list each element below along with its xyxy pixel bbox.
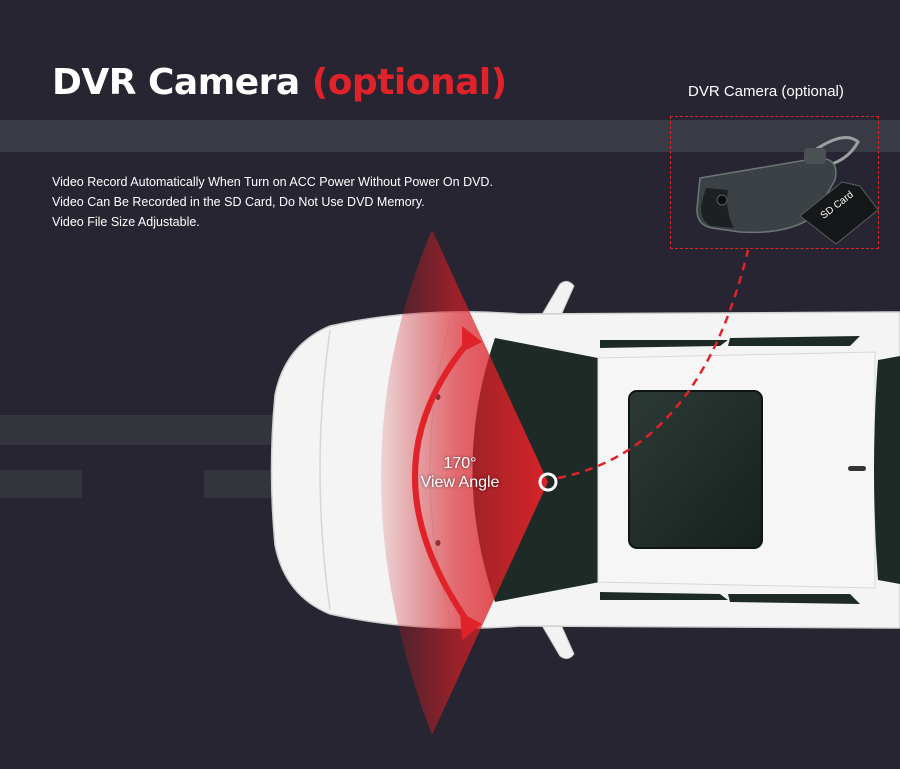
hood-line: [319, 329, 331, 611]
feature-item-file-size: Video File Size Adjustable.: [52, 215, 200, 229]
headline-accent: (optional): [311, 62, 507, 103]
mirror-right: [539, 617, 575, 660]
feature-list: Video Record Automatically When Turn on …: [52, 172, 493, 232]
view-angle-label: 170° View Angle: [408, 454, 512, 492]
feature-item-sd-card: Video Can Be Recorded in the SD Card, Do…: [52, 195, 425, 209]
dash-cam-body: [696, 157, 837, 234]
inset-title: DVR Camera (optional): [688, 83, 844, 100]
side-window-lower-2: [728, 594, 860, 604]
leader-line: [557, 249, 750, 480]
road-band-upper: [0, 120, 900, 152]
side-window-lower: [600, 592, 728, 600]
dash-cam-device: [696, 136, 860, 234]
view-angle-degrees: 170°: [443, 455, 477, 472]
antenna: [848, 466, 866, 471]
dash-cam-cable: [814, 136, 860, 167]
side-window-upper-2: [728, 336, 860, 346]
camera-position-marker: [538, 472, 558, 492]
road-dash-a: [0, 470, 82, 498]
view-angle-arrow: [412, 326, 482, 640]
view-angle-text: View Angle: [420, 474, 500, 491]
view-angle-cone: [381, 230, 548, 735]
sd-card-icon: [799, 181, 879, 245]
feature-item-auto-record: Video Record Automatically When Turn on …: [52, 175, 493, 189]
sunroof: [628, 390, 763, 549]
side-window-upper: [600, 340, 728, 348]
road-dash-left: [0, 415, 275, 445]
dash-cam-lens: [716, 194, 728, 206]
headline: DVR Camera (optional): [52, 62, 507, 103]
rear-glass: [874, 356, 900, 584]
headline-main: DVR Camera: [52, 62, 300, 103]
dash-cam-mount: [804, 148, 826, 164]
road-dash-b: [204, 470, 274, 498]
inset-dashed-frame: [670, 116, 879, 249]
mirror-left: [539, 280, 575, 323]
